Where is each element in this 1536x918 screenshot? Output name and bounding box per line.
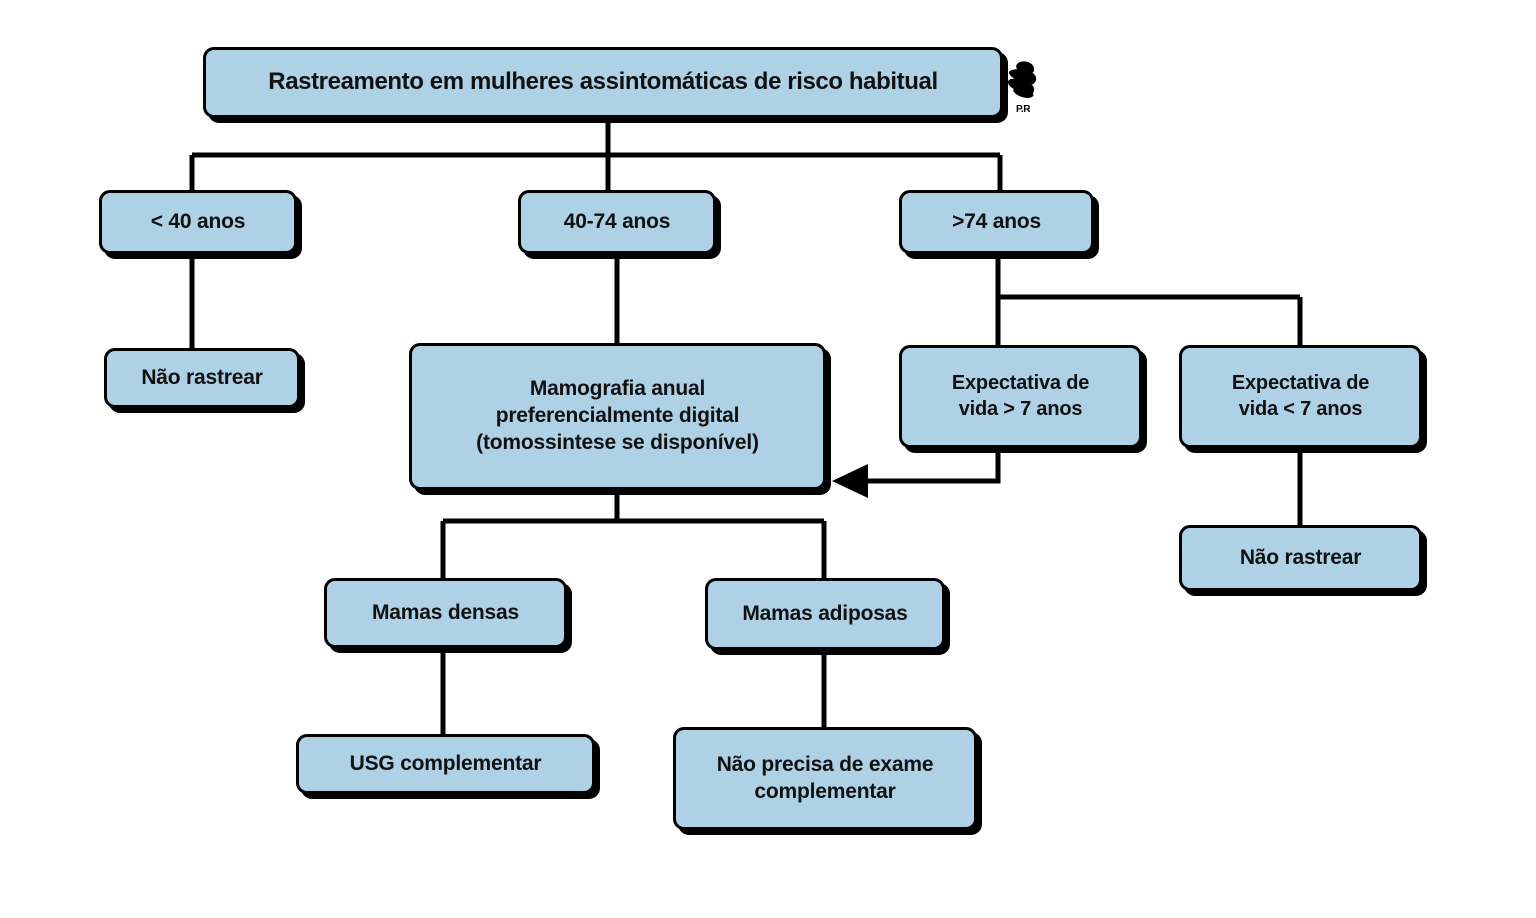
node-life-expectancy-over7[interactable]: Expectativa de vida > 7 anos [899, 345, 1142, 448]
node-no-screen-left-label: Não rastrear [141, 365, 263, 389]
node-no-extra-exam[interactable]: Não precisa de exame complementar [673, 727, 977, 830]
edge-mammography-to-breast-density [440, 490, 827, 578]
node-life-expectancy-under7-label: Expectativa de vida < 7 anos [1231, 371, 1370, 420]
edge-root-to-age-branch [189, 118, 1003, 192]
node-no-extra-exam-label: Não precisa de exame complementar [716, 752, 934, 803]
node-age-over74-label: >74 anos [952, 209, 1041, 233]
node-no-screen-right-label: Não rastrear [1239, 545, 1362, 569]
node-no-screen-right[interactable]: Não rastrear [1179, 525, 1422, 591]
arrowhead-to-mammography [832, 464, 868, 498]
node-life-expectancy-over7-label: Expectativa de vida > 7 anos [951, 371, 1090, 420]
node-usg[interactable]: USG complementar [296, 734, 595, 794]
logo-initials: P.R [1016, 104, 1030, 115]
node-age-under40-label: < 40 anos [150, 209, 246, 233]
node-root-label: Rastreamento em mulheres assintomáticas … [268, 68, 938, 96]
node-age-over74[interactable]: >74 anos [899, 190, 1094, 254]
node-age-under40[interactable]: < 40 anos [99, 190, 297, 254]
node-no-screen-left[interactable]: Não rastrear [104, 348, 300, 408]
node-age-40-74-label: 40-74 anos [563, 209, 671, 233]
edge-life-exp-over7-to-mammography [861, 448, 1001, 484]
edge-age-over74-to-life-expectancy [995, 254, 1303, 345]
node-root[interactable]: Rastreamento em mulheres assintomáticas … [203, 47, 1003, 118]
node-fatty-breasts-label: Mamas adiposas [742, 601, 908, 625]
organization-logo: P.R [1004, 60, 1042, 122]
node-dense-breasts-label: Mamas densas [371, 600, 519, 624]
brain-ribbon-logo-icon [1007, 61, 1037, 98]
node-dense-breasts[interactable]: Mamas densas [324, 578, 567, 648]
node-mammography[interactable]: Mamografia anual preferencialmente digit… [409, 343, 826, 490]
node-usg-label: USG complementar [349, 751, 542, 775]
node-life-expectancy-under7[interactable]: Expectativa de vida < 7 anos [1179, 345, 1422, 448]
node-mammography-label: Mamografia anual preferencialmente digit… [476, 377, 759, 454]
node-age-40-74[interactable]: 40-74 anos [518, 190, 716, 254]
node-fatty-breasts[interactable]: Mamas adiposas [705, 578, 945, 650]
